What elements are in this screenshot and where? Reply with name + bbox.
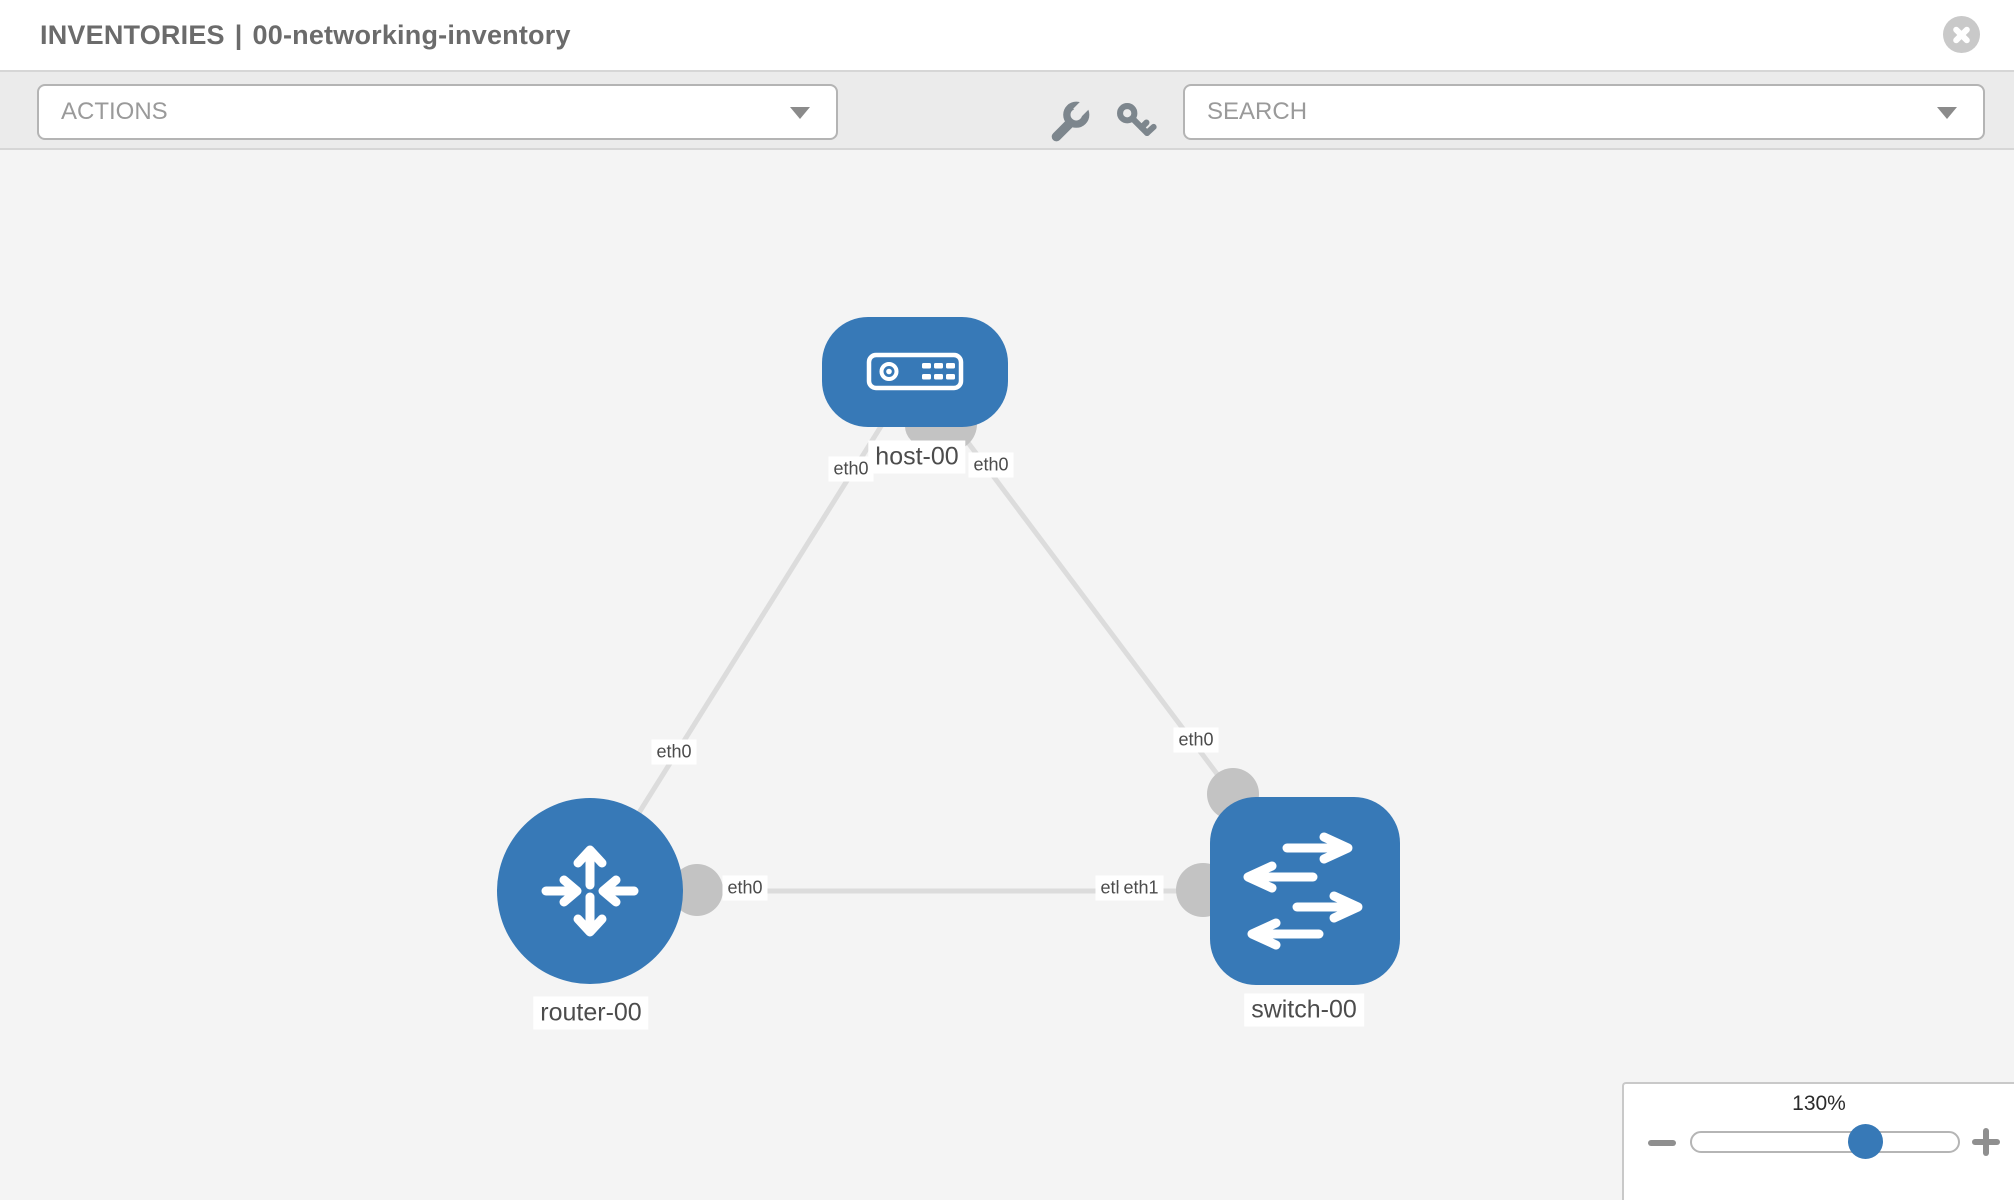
- node-label-router: router-00: [533, 996, 649, 1030]
- node-host-00[interactable]: [822, 317, 1008, 427]
- actions-dropdown[interactable]: ACTIONS: [37, 84, 838, 140]
- zoom-slider-track[interactable]: [1690, 1124, 1960, 1159]
- zoom-panel: 130%: [1622, 1082, 2014, 1200]
- breadcrumb-separator: |: [234, 20, 243, 50]
- caret-down-icon: [790, 107, 810, 119]
- close-button[interactable]: [1943, 16, 1980, 53]
- header: INVENTORIES | 00-networking-inventory: [0, 0, 2014, 72]
- zoom-slider-knob[interactable]: [1848, 1124, 1883, 1159]
- interface-label-router-to-switch: eth0: [722, 875, 768, 901]
- interface-label-switch-to-host: eth0: [1173, 727, 1219, 753]
- toolbar: ACTIONS SEARCH: [0, 72, 2014, 150]
- interface-label-router-to-host: eth0: [651, 739, 697, 765]
- node-label-switch: switch-00: [1244, 993, 1364, 1027]
- key-icon: [1117, 103, 1157, 137]
- wrench-icon: [1051, 97, 1093, 142]
- interface-label-host-to-router: eth0: [828, 456, 874, 482]
- plus-icon: [1983, 1128, 1989, 1156]
- host-icon: [866, 352, 964, 391]
- zoom-out-button[interactable]: [1648, 1136, 1676, 1150]
- inventory-name: 00-networking-inventory: [252, 20, 571, 50]
- caret-down-icon: [1937, 107, 1957, 119]
- topology-canvas[interactable]: host-00 router-00 switch-00 eth0 eth0 et…: [0, 150, 2014, 1200]
- switch-icon: [1243, 832, 1363, 950]
- search-dropdown-label: SEARCH: [1207, 98, 1308, 125]
- interface-label-host-to-switch: eth0: [968, 452, 1014, 478]
- actions-dropdown-label: ACTIONS: [61, 98, 168, 125]
- search-dropdown[interactable]: SEARCH: [1183, 84, 1985, 140]
- tools-button[interactable]: [1046, 97, 1094, 147]
- router-icon: [541, 845, 639, 937]
- node-switch-00[interactable]: [1210, 797, 1400, 985]
- interface-dot: [671, 864, 723, 916]
- breadcrumb-section: INVENTORIES: [40, 20, 225, 50]
- zoom-in-button[interactable]: [1972, 1128, 2000, 1156]
- page-title: INVENTORIES | 00-networking-inventory: [40, 0, 571, 70]
- minus-icon: [1648, 1140, 1676, 1146]
- node-label-host: host-00: [868, 440, 966, 474]
- zoom-level: 130%: [1792, 1092, 1846, 1115]
- credentials-button[interactable]: [1114, 100, 1158, 147]
- interface-dots: [671, 397, 1259, 917]
- topology-graph: [497, 317, 1400, 985]
- node-router-00[interactable]: [497, 798, 683, 984]
- interface-label-switch-to-router: eth1: [1118, 875, 1164, 901]
